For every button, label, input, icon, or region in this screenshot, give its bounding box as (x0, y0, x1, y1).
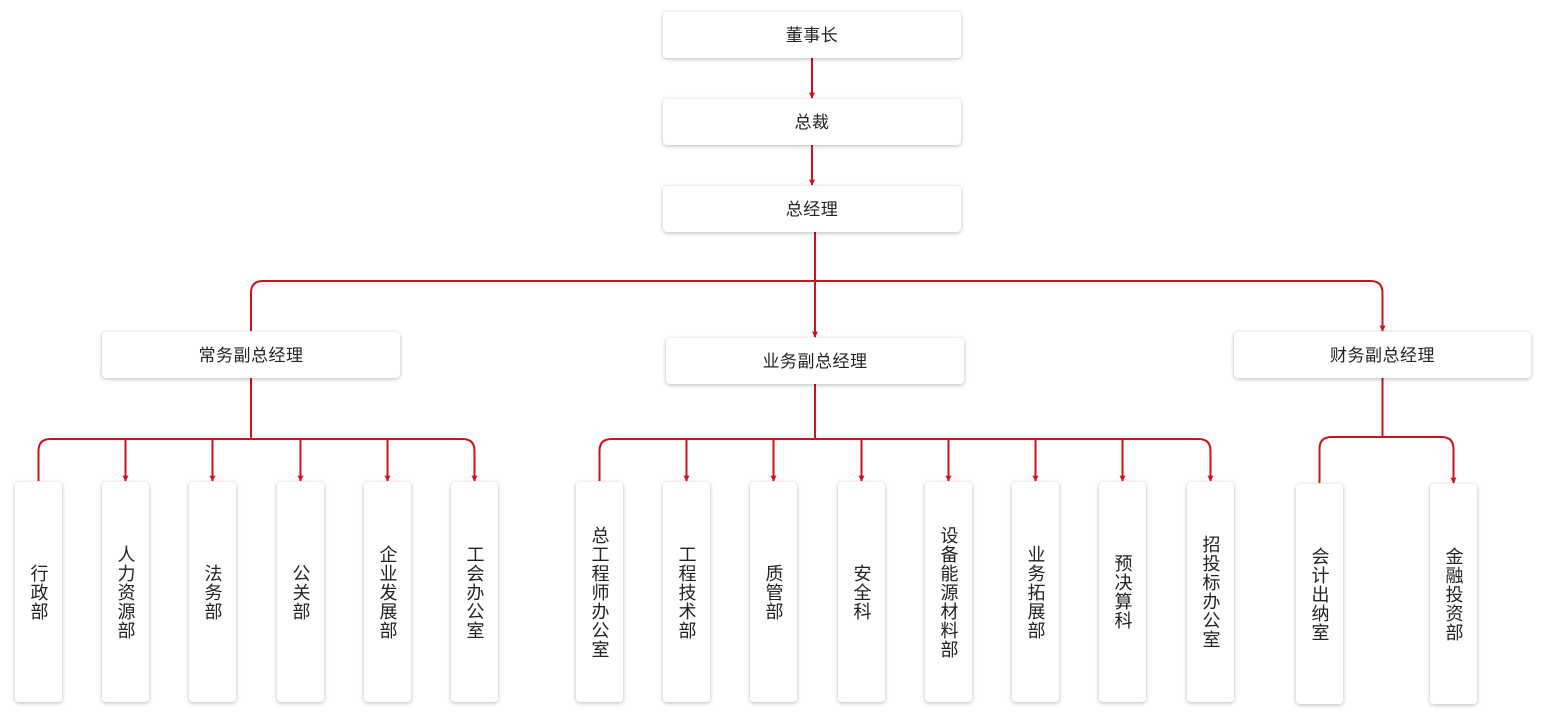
connector-arrow (37, 438, 478, 482)
connector-arrow (1318, 436, 1457, 484)
connector-arrow (598, 438, 1214, 482)
department-box: 工程技术部 (663, 482, 710, 702)
department-box: 金融投资部 (1430, 484, 1477, 704)
department-box: 安全科 (838, 482, 885, 702)
department-label: 工会办公室 (464, 544, 485, 640)
chairman-label: 董事长 (785, 25, 839, 45)
business-vp-box: 业务副总经理 (666, 338, 964, 384)
general-manager-box: 总经理 (663, 186, 961, 232)
department-label: 行政部 (28, 563, 49, 621)
department-label: 工程技术部 (676, 544, 697, 640)
department-box: 法务部 (189, 482, 236, 702)
finance-vp-box: 财务副总经理 (1234, 332, 1531, 378)
department-box: 质管部 (750, 482, 797, 702)
department-box: 人力资源部 (102, 482, 149, 702)
executive-vp-box: 常务副总经理 (102, 332, 400, 378)
department-label: 预决算科 (1112, 554, 1133, 630)
department-label: 企业发展部 (377, 544, 398, 640)
department-label: 安全科 (851, 563, 872, 621)
department-label: 业务拓展部 (1025, 544, 1046, 640)
department-label: 金融投资部 (1443, 546, 1464, 642)
department-box: 行政部 (15, 482, 62, 702)
department-label: 招投标办公室 (1200, 535, 1221, 649)
department-label: 会计出纳室 (1309, 546, 1330, 642)
department-box: 总工程师办公室 (576, 482, 623, 702)
department-label: 人力资源部 (115, 544, 136, 640)
finance-vp-label: 财务副总经理 (1330, 345, 1435, 365)
department-box: 设备能源材料部 (925, 482, 972, 702)
department-label: 质管部 (763, 563, 784, 621)
department-box: 预决算科 (1099, 482, 1146, 702)
department-label: 公关部 (290, 563, 311, 621)
president-label: 总裁 (794, 112, 830, 132)
department-label: 设备能源材料部 (938, 525, 959, 659)
department-box: 招投标办公室 (1187, 482, 1234, 702)
business-vp-label: 业务副总经理 (762, 351, 868, 371)
chairman-box: 董事长 (663, 12, 961, 58)
president-box: 总裁 (663, 99, 961, 145)
department-box: 会计出纳室 (1296, 484, 1343, 704)
department-label: 法务部 (202, 563, 223, 621)
department-label: 总工程师办公室 (589, 525, 610, 659)
executive-vp-label: 常务副总经理 (198, 345, 304, 365)
department-box: 工会办公室 (451, 482, 498, 702)
department-box: 业务拓展部 (1012, 482, 1059, 702)
connector-arrow (250, 280, 1386, 332)
general-manager-label: 总经理 (785, 199, 839, 219)
department-box: 公关部 (277, 482, 324, 702)
department-box: 企业发展部 (364, 482, 411, 702)
